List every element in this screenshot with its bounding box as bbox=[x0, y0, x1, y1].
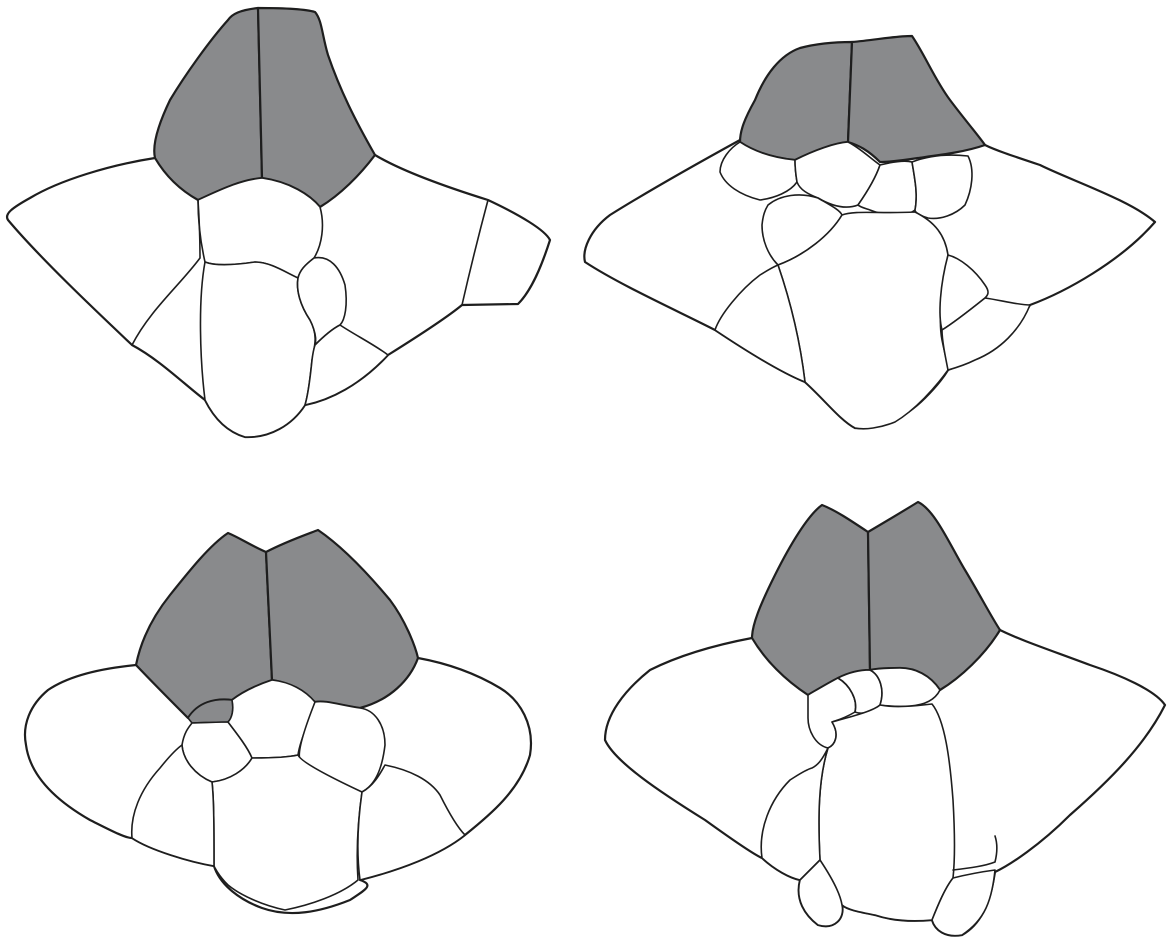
panel-c bbox=[25, 530, 531, 913]
panel-c-anterior-right-plate bbox=[266, 530, 418, 708]
panel-d bbox=[605, 502, 1165, 936]
panel-a bbox=[7, 8, 550, 437]
panel-b-anterior-right-plate bbox=[848, 36, 985, 162]
panel-a-anterior-right-plate bbox=[258, 8, 375, 207]
panel-d-central-plate bbox=[819, 704, 955, 921]
panel-a-anterior-left-plate bbox=[154, 8, 262, 200]
panel-b bbox=[584, 36, 1155, 429]
panel-b-anterior-left-plate bbox=[740, 42, 852, 160]
